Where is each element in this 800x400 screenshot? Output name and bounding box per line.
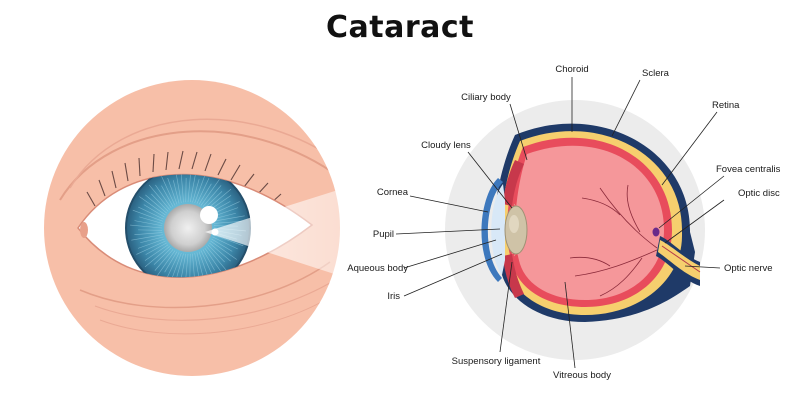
label-iris: Iris bbox=[387, 291, 400, 302]
iris-fiber bbox=[187, 174, 192, 203]
iris-fiber bbox=[213, 215, 245, 222]
iris-fiber bbox=[136, 240, 166, 255]
iris-fiber bbox=[154, 249, 174, 271]
iris-fiber bbox=[180, 253, 187, 278]
iris-fiber bbox=[144, 246, 170, 268]
iris-fiber bbox=[196, 178, 210, 204]
eye-cross-section bbox=[445, 100, 705, 360]
iris-fiber bbox=[213, 234, 244, 247]
iris-fiber bbox=[131, 234, 163, 241]
iris-fiber bbox=[198, 251, 209, 278]
iris-fiber bbox=[155, 184, 172, 209]
iris-fiber bbox=[184, 253, 189, 278]
iris-fiber bbox=[175, 174, 182, 203]
iris-fiber bbox=[153, 247, 172, 265]
iris-fiber bbox=[206, 246, 228, 272]
iris-fiber bbox=[204, 247, 221, 272]
iris-fiber bbox=[134, 220, 163, 227]
label-pupil: Pupil bbox=[373, 229, 394, 240]
iris-fiber bbox=[192, 179, 200, 203]
iris-fiber bbox=[196, 252, 204, 276]
cloudy-pupil bbox=[164, 204, 212, 252]
iris-fiber bbox=[194, 174, 207, 203]
iris-fiber bbox=[212, 236, 238, 250]
eye-highlight bbox=[200, 206, 218, 224]
label-ciliary-body: Ciliary body bbox=[461, 92, 511, 103]
iris-fiber bbox=[169, 253, 182, 278]
iris-fiber bbox=[148, 184, 170, 210]
retinal-vessels bbox=[569, 184, 658, 297]
part-labels: Choroid Sclera Ciliary body Retina Cloud… bbox=[347, 64, 780, 381]
ciliary-body bbox=[503, 160, 524, 206]
iris-fiber bbox=[167, 177, 178, 205]
iris-fiber bbox=[200, 179, 220, 206]
iris-fiber bbox=[172, 180, 180, 204]
vitreous-body-fill bbox=[515, 145, 664, 300]
iris-fiber bbox=[164, 251, 178, 273]
iris-fiber bbox=[211, 238, 233, 252]
label-suspensory-ligament: Suspensory ligament bbox=[452, 356, 541, 367]
iris-fiber bbox=[140, 236, 164, 244]
iris-fiber bbox=[130, 224, 163, 229]
fovea-spot bbox=[652, 227, 660, 237]
diagram-title: Cataract bbox=[325, 10, 474, 45]
iris-fiber bbox=[198, 183, 212, 205]
iris-fiber bbox=[209, 242, 231, 262]
iris-fiber bbox=[145, 194, 167, 214]
iris-fiber bbox=[202, 185, 222, 207]
label-aqueous-body: Aqueous body bbox=[347, 263, 408, 274]
label-optic-disc: Optic disc bbox=[738, 188, 780, 199]
iris-fiber bbox=[134, 232, 163, 236]
iris-fiber bbox=[204, 191, 223, 209]
iris-fiber bbox=[161, 185, 174, 207]
leader-lines bbox=[395, 77, 725, 369]
magnified-eye bbox=[44, 80, 340, 376]
iris-fiber bbox=[194, 253, 201, 278]
iris-fiber bbox=[132, 209, 163, 222]
iris-fiber bbox=[139, 196, 166, 216]
iris-fiber bbox=[207, 244, 225, 263]
iris-fiber bbox=[145, 242, 167, 255]
iris-fiber bbox=[202, 249, 215, 271]
cornea-shape bbox=[481, 178, 503, 282]
label-choroid: Choroid bbox=[555, 64, 588, 75]
label-fovea-centralis: Fovea centralis bbox=[716, 164, 781, 175]
eyelid-lines bbox=[59, 118, 340, 335]
label-cornea: Cornea bbox=[377, 187, 409, 198]
iris-fiber bbox=[213, 220, 242, 224]
label-retina: Retina bbox=[712, 100, 740, 111]
iris-fiber bbox=[151, 193, 169, 212]
label-cloudy-lens: Cloudy lens bbox=[421, 140, 471, 151]
iris-fiber bbox=[189, 174, 196, 203]
iris-fiber bbox=[180, 174, 184, 203]
iris-fiber bbox=[137, 238, 165, 249]
iris-fiber bbox=[143, 204, 165, 218]
iris-fiber bbox=[156, 250, 176, 277]
iris-fiber bbox=[161, 176, 176, 206]
aqueous-body bbox=[491, 184, 505, 275]
iris-fiber bbox=[166, 252, 180, 278]
label-sclera: Sclera bbox=[642, 68, 670, 79]
label-vitreous-body: Vitreous body bbox=[553, 370, 611, 381]
zoom-beam bbox=[205, 150, 470, 318]
iris-fiber bbox=[210, 240, 237, 260]
iris-fiber bbox=[176, 253, 184, 277]
label-optic-nerve: Optic nerve bbox=[724, 263, 773, 274]
iris-fiber bbox=[139, 216, 163, 224]
iris-fiber bbox=[144, 244, 169, 261]
iris-fiber bbox=[138, 206, 164, 220]
